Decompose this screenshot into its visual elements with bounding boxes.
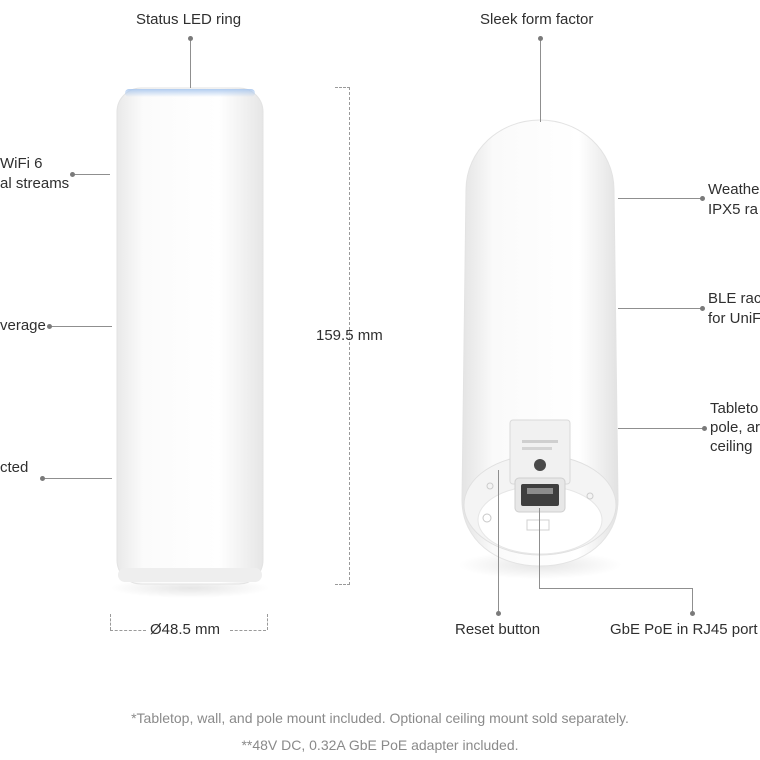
callout-coverage: verage xyxy=(0,317,46,334)
leader-dot xyxy=(188,36,193,41)
leader-weather xyxy=(618,198,702,199)
callout-poe-port: GbE PoE in RJ45 port xyxy=(610,621,758,638)
callout-status-led: Status LED ring xyxy=(136,11,242,28)
leader-dot xyxy=(40,476,45,481)
callout-ble-line2: for UniF xyxy=(708,310,760,327)
callout-form-factor: Sleek form factor xyxy=(480,11,594,28)
leader-reset xyxy=(498,470,499,612)
leader-dot xyxy=(702,426,707,431)
diameter-dash-right xyxy=(230,630,266,631)
callout-weather-line2: IPX5 ra xyxy=(708,201,759,218)
leader-dot xyxy=(700,196,705,201)
leader-ble xyxy=(618,308,702,309)
callout-mount-line1: Tableto xyxy=(710,400,759,417)
leader-coverage xyxy=(50,326,112,327)
height-dimension-line xyxy=(335,87,350,585)
callout-weather-line1: Weathe xyxy=(708,181,760,198)
callout-wifi-line2: al streams xyxy=(0,175,70,192)
callout-ble-line1: BLE rac xyxy=(708,290,760,307)
callout-protected: cted xyxy=(0,459,29,476)
leader-dot xyxy=(496,611,501,616)
leader-dot xyxy=(47,324,52,329)
callout-reset-button: Reset button xyxy=(455,621,541,638)
footnote-mount: *Tabletop, wall, and pole mount included… xyxy=(131,710,629,726)
leader-dot xyxy=(70,172,75,177)
left-device-render xyxy=(110,87,270,598)
height-dimension-label: 159.5 mm xyxy=(316,327,383,344)
reset-button-hole xyxy=(534,459,546,471)
diameter-dimension-label: Ø48.5 mm xyxy=(150,621,221,638)
leader-dot xyxy=(700,306,705,311)
callout-mount-line3: ceiling xyxy=(710,438,753,455)
callout-mount-line2: pole, ar xyxy=(710,419,760,436)
leader-form-factor xyxy=(540,40,541,122)
leader-poe-down xyxy=(692,588,693,612)
rj45-port xyxy=(514,477,566,513)
leader-status-led xyxy=(190,40,191,88)
leader-poe-horizontal xyxy=(539,588,693,589)
leader-dot xyxy=(690,611,695,616)
leader-dot xyxy=(538,36,543,41)
callout-wifi-line1: WiFi 6 xyxy=(0,155,43,172)
diameter-dash-left xyxy=(110,630,146,631)
status-led-ring xyxy=(125,89,255,97)
leader-wifi xyxy=(72,174,110,175)
leader-mount xyxy=(618,428,704,429)
right-device-render xyxy=(458,119,622,579)
leader-protected xyxy=(42,478,112,479)
footnote-power: **48V DC, 0.32A GbE PoE adapter included… xyxy=(241,737,519,753)
leader-poe-vertical xyxy=(539,508,540,588)
diameter-dimension-line xyxy=(110,614,268,630)
